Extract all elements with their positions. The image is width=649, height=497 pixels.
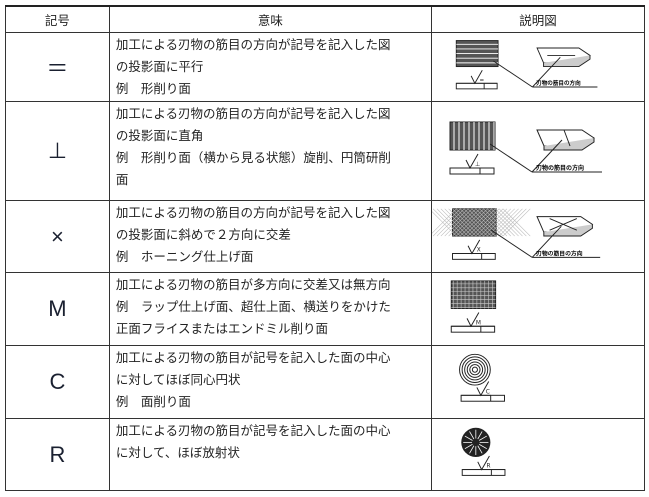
lay-symbol-table: 記号 意味 説明図 ＝ 加工による刃物の筋目の方向が記号を記入した図の投影面に平… [5, 5, 645, 491]
surface-symbol-icon: = [455, 69, 498, 89]
meaning-line: の投影面に斜めで２方向に交差 [115, 227, 291, 242]
meaning-line: に対してほぼ同心円状 [115, 372, 241, 387]
surface-symbol-icon: R [461, 455, 506, 476]
explanation-figure: C [431, 345, 645, 419]
workpiece-pattern-icon [432, 207, 531, 237]
explanation-figure: M [431, 272, 645, 346]
meaning-line: に対して、ほぼ放射状 [115, 445, 240, 460]
lay-symbol: ＝ [5, 32, 110, 102]
header-meaning: 意味 [108, 5, 433, 33]
lay-symbol: C [5, 345, 110, 419]
workpiece-pattern-icon [450, 279, 497, 309]
meaning-cell: 加工による刃物の筋目の方向が記号を記入した図の投影面に直角例 形削り面（横から見… [108, 101, 433, 201]
svg-text:M: M [476, 320, 481, 326]
svg-text:C: C [486, 389, 490, 395]
figure-label: 刃物の筋目の方向 [536, 249, 583, 257]
meaning-line: 面 [115, 172, 129, 187]
header-figure: 説明図 [431, 5, 645, 33]
surface-symbol-icon: X [452, 239, 496, 260]
meaning-line: 例 ラップ仕上げ面、超仕上面、横送りをかけた [115, 299, 391, 314]
meaning-line: の投影面に直角 [115, 128, 204, 143]
meaning-line: 正面フライスまたはエンドミル削り面 [115, 321, 328, 336]
explanation-figure: X 刃物の筋目の方向 [431, 200, 645, 273]
figure-label: 刃物の筋目の方向 [536, 164, 584, 172]
figure-label: 刃物の筋目の方向 [536, 79, 581, 87]
meaning-line: 加工による刃物の筋目が記号を記入した面の中心 [115, 423, 391, 438]
meaning-line: 例 ホーニング仕上げ面 [115, 249, 254, 264]
surface-symbol-icon: C [460, 380, 505, 402]
lay-symbol: M [5, 272, 110, 346]
perspective-block-icon [536, 129, 595, 151]
meaning-line: 例 形削り面 [115, 81, 191, 96]
table-row: × 加工による刃物の筋目の方向が記号を記入した図の投影面に斜めで２方向に交差例 … [5, 200, 645, 273]
header-row: 記号 意味 説明図 [5, 5, 645, 33]
table-row: R 加工による刃物の筋目が記号を記入した面の中心に対して、ほぼ放射状 R [5, 418, 645, 491]
meaning-line: 加工による刃物の筋目の方向が記号を記入した図 [115, 205, 391, 220]
meaning-line: 加工による刃物の筋目が多方向に交差又は無方向 [115, 277, 391, 292]
header-symbol: 記号 [5, 5, 110, 33]
svg-text:=: = [480, 77, 485, 83]
meaning-cell: 加工による刃物の筋目が記号を記入した面の中心に対してほぼ同心円状例 面削り面 [108, 345, 433, 419]
workpiece-pattern-icon [449, 121, 496, 151]
meaning-line: 加工による刃物の筋目が記号を記入した面の中心 [115, 350, 391, 365]
meaning-line: 加工による刃物の筋目の方向が記号を記入した図 [115, 37, 391, 52]
lay-symbol: ⊥ [5, 101, 110, 201]
radial-pattern-icon [461, 427, 491, 457]
lay-symbol: R [5, 418, 110, 491]
meaning-cell: 加工による刃物の筋目が記号を記入した面の中心に対して、ほぼ放射状 [108, 418, 433, 491]
explanation-figure: = 刃物の筋目の方向 [431, 32, 645, 102]
surface-symbol-icon: M [450, 311, 496, 333]
meaning-cell: 加工による刃物の筋目が多方向に交差又は無方向例 ラップ仕上げ面、超仕上面、横送り… [108, 272, 433, 346]
svg-text:R: R [487, 463, 491, 469]
lay-symbol: × [5, 200, 110, 273]
meaning-cell: 加工による刃物の筋目の方向が記号を記入した図の投影面に平行例 形削り面 [108, 32, 433, 102]
explanation-figure: ⊥ 刃物の筋目の方向 [431, 101, 645, 201]
meaning-line: の投影面に平行 [115, 59, 204, 74]
table-row: M 加工による刃物の筋目が多方向に交差又は無方向例 ラップ仕上げ面、超仕上面、横… [5, 272, 645, 346]
explanation-figure: R [431, 418, 645, 491]
table-row: ＝ 加工による刃物の筋目の方向が記号を記入した図の投影面に平行例 形削り面 = … [5, 32, 645, 102]
workpiece-pattern-icon [455, 39, 499, 67]
svg-text:⊥: ⊥ [475, 161, 480, 168]
surface-symbol-icon: ⊥ [449, 153, 495, 175]
concentric-circles-icon [459, 353, 491, 386]
perspective-block-icon [536, 47, 591, 67]
meaning-line: 例 形削り面（横から見る状態）旋削、円筒研削 [115, 150, 391, 165]
meaning-cell: 加工による刃物の筋目の方向が記号を記入した図の投影面に斜めで２方向に交差例 ホー… [108, 200, 433, 273]
table-row: ⊥ 加工による刃物の筋目の方向が記号を記入した図の投影面に直角例 形削り面（横か… [5, 101, 645, 201]
meaning-line: 加工による刃物の筋目の方向が記号を記入した図 [115, 106, 391, 121]
table-row: C 加工による刃物の筋目が記号を記入した面の中心に対してほぼ同心円状例 面削り面… [5, 345, 645, 419]
svg-text:X: X [477, 247, 481, 253]
perspective-block-icon [536, 215, 594, 237]
meaning-line: 例 面削り面 [115, 394, 191, 409]
